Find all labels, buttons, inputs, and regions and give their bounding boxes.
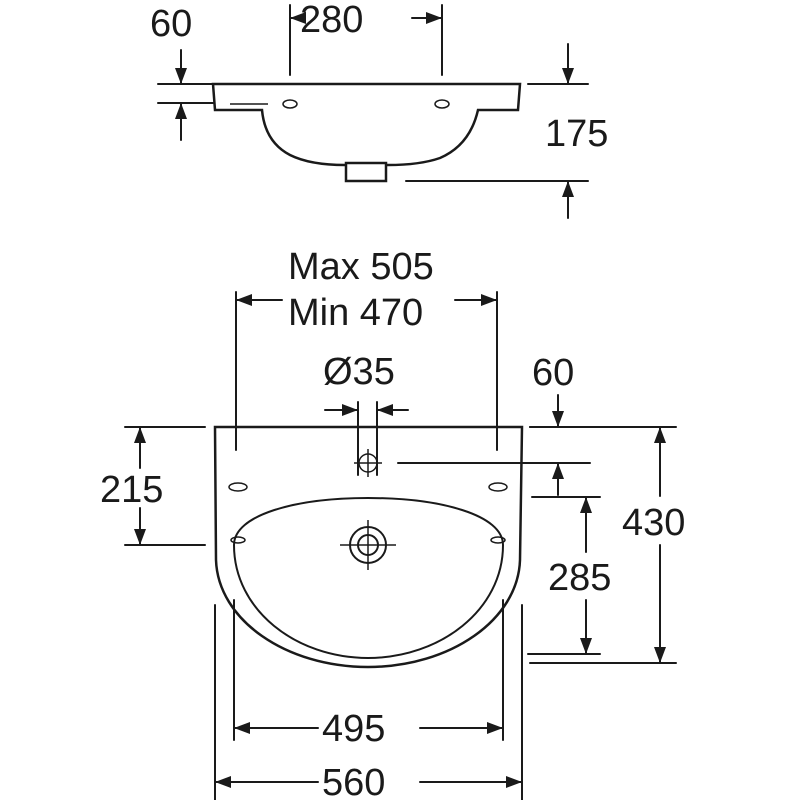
fixing-hole-left-top (228, 482, 248, 492)
arrow-560-left (215, 776, 231, 788)
fixing-hole-right-bottom (490, 536, 506, 544)
arrow-60-top (175, 68, 187, 84)
arrow-285-bottom (580, 638, 592, 654)
dim-label-560: 560 (322, 762, 385, 800)
top-view: Max 505 Min 470 Ø35 60 215 285 (100, 246, 685, 800)
drain-stub (344, 161, 388, 183)
dim-label-min-470: Min 470 (288, 292, 423, 334)
tap-hole-left (282, 99, 298, 109)
arrow-430-top (654, 427, 666, 443)
side-view: 280 60 175 (150, 0, 608, 219)
dim-label-175: 175 (545, 113, 608, 155)
arrow-280-left (290, 12, 306, 24)
bowl-outline (233, 497, 504, 659)
arrow-35-left (342, 404, 358, 416)
arrow-175-bottom (562, 181, 574, 197)
dim-label-tap-offset-60: 60 (532, 352, 574, 394)
arrow-60b-top (552, 411, 564, 427)
arrow-560-right (506, 776, 522, 788)
arrow-505-left (236, 294, 252, 306)
arrow-280-right (426, 12, 442, 24)
arrow-175-top (562, 68, 574, 84)
arrow-35-right (377, 404, 393, 416)
arrow-430-bottom (654, 647, 666, 663)
dim-label-side-60: 60 (150, 3, 192, 45)
dim-label-430: 430 (622, 502, 685, 544)
dim-label-285: 285 (548, 557, 611, 599)
tap-hole-right (434, 99, 450, 109)
dim-label-495: 495 (322, 708, 385, 750)
arrow-495-left (234, 722, 250, 734)
arrow-495-right (487, 722, 503, 734)
arrow-505-right (481, 294, 497, 306)
basin-side-profile (211, 82, 522, 167)
fixing-hole-left-bottom (230, 536, 246, 544)
fixing-hole-right-top (488, 482, 508, 492)
dim-label-280: 280 (300, 0, 363, 41)
arrow-215-bottom (134, 529, 146, 545)
dim-label-215: 215 (100, 469, 163, 511)
arrow-60-bottom (175, 103, 187, 119)
arrow-215-top (134, 427, 146, 443)
arrow-60b-bottom (552, 463, 564, 479)
arrow-285-top (580, 497, 592, 513)
dim-label-tap-hole: Ø35 (323, 351, 395, 393)
dim-label-max-505: Max 505 (288, 246, 434, 288)
